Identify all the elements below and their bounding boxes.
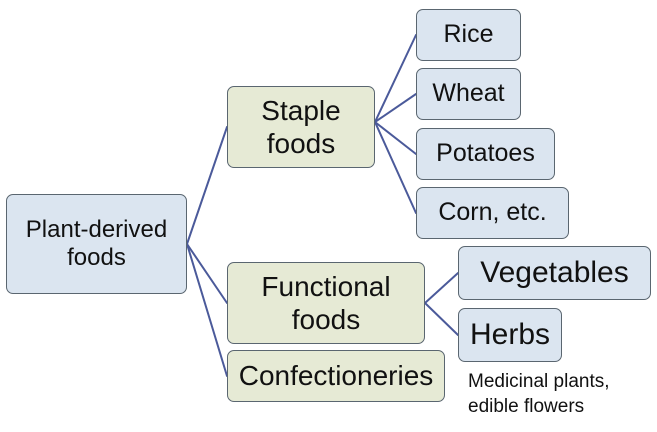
node-potatoes: Potatoes (416, 128, 555, 180)
node-confectioneries: Confectioneries (227, 350, 445, 402)
connector-staple-rice (374, 34, 417, 123)
node-vegetables: Vegetables (458, 246, 651, 300)
node-herbs: Herbs (458, 308, 562, 362)
node-wheat: Wheat (416, 68, 521, 120)
connector-root-staple (186, 126, 228, 245)
connector-root-functional (186, 243, 228, 304)
connector-functional-herbs (424, 302, 459, 336)
connector-staple-wheat (374, 93, 417, 123)
node-functional-foods: Functional foods (227, 262, 425, 344)
node-rice: Rice (416, 9, 521, 61)
herbs-note: Medicinal plants, edible flowers (468, 371, 610, 417)
node-plant-derived-foods: Plant-derived foods (6, 194, 187, 294)
connector-root-confectioneries (186, 243, 228, 377)
connector-staple-corn (374, 121, 417, 214)
connector-staple-potatoes (374, 121, 417, 155)
node-corn: Corn, etc. (416, 187, 569, 239)
connector-functional-vegetables (424, 272, 459, 304)
node-staple-foods: Staple foods (227, 86, 375, 168)
